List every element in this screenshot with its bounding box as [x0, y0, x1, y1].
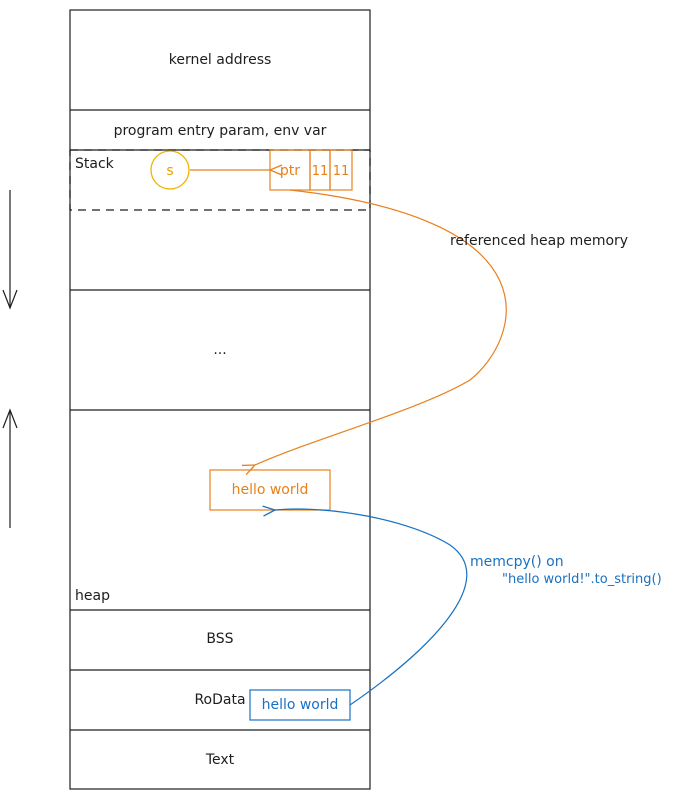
- rodata-value-label: hello world: [262, 697, 339, 713]
- heap-ref-annotation: referenced heap memory: [450, 233, 628, 249]
- len-label: 11: [312, 164, 329, 179]
- variable-s-circle: [150, 150, 190, 190]
- cap-label: 11: [333, 164, 350, 179]
- memcpy-annotation-line2: "hello world!".to_string(): [502, 572, 662, 587]
- heap-value-label: hello world: [232, 482, 309, 498]
- entry-param-label: program entry param, env var: [114, 123, 327, 139]
- memory-column: [69, 9, 371, 790]
- ptr-label: ptr: [280, 163, 300, 179]
- rodata-label: RoData: [194, 692, 245, 708]
- stack-frame-box: [69, 149, 371, 211]
- kernel-address-label: kernel address: [169, 52, 272, 68]
- memcpy-annotation-line1: memcpy() on: [470, 554, 564, 570]
- cap-cell: [329, 149, 353, 191]
- stack-label: Stack: [75, 156, 115, 172]
- ptr-to-heap-arrow: [255, 189, 507, 465]
- heap-label: heap: [75, 588, 110, 604]
- gap-ellipsis: ...: [213, 342, 226, 358]
- variable-s-label: s: [166, 163, 173, 179]
- bss-label: BSS: [206, 631, 233, 647]
- stack-grow-down-icon: [2, 289, 18, 310]
- heap-grow-up-icon: [2, 408, 18, 429]
- memcpy-arrow: [275, 509, 468, 706]
- text-label: Text: [205, 752, 235, 768]
